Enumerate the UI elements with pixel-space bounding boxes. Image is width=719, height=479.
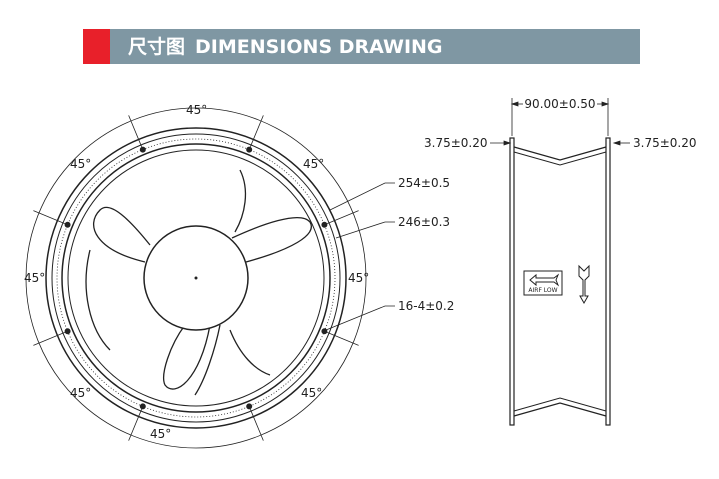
venturi-outer (61, 143, 331, 413)
flange-left-dimension: 3.75±0.20 (424, 136, 488, 150)
angle-tick (33, 210, 65, 225)
airflow-arrow-icon (523, 270, 563, 296)
mounting-hole (64, 328, 71, 335)
callout-holes: 16-4±0.2 (398, 299, 454, 313)
mounting-hole (246, 403, 253, 410)
angle-tick (249, 409, 264, 441)
mounting-hole (246, 146, 253, 153)
angle-dimension-arc (25, 107, 367, 449)
blade (231, 217, 312, 263)
angle-tick (128, 409, 143, 441)
callout-hole-circle: 246±0.3 (398, 215, 450, 229)
airflow-label: AIRF LOW (528, 287, 557, 294)
mounting-hole (139, 403, 146, 410)
angle-label: 45° (24, 271, 45, 285)
bottom-profile (513, 402, 607, 417)
mounting-hole (321, 328, 328, 335)
mounting-hole (321, 221, 328, 228)
title-en: DIMENSIONS DRAWING (195, 36, 443, 58)
top-profile-inner (513, 151, 607, 166)
right-flange (605, 137, 611, 426)
angle-tick (327, 210, 359, 225)
top-profile (513, 146, 607, 161)
fan-side-view (490, 98, 630, 426)
blade (163, 324, 211, 390)
angle-tick (128, 115, 143, 147)
angle-label: 45° (70, 157, 91, 171)
blade-edge (229, 329, 271, 376)
venturi-inner (67, 149, 325, 407)
angle-label: 45° (303, 157, 324, 171)
angle-tick (249, 115, 264, 147)
housing-outer (45, 127, 347, 429)
hole-circle (56, 138, 336, 418)
flange-right-dimension: 3.75±0.20 (633, 136, 697, 150)
angle-tick (327, 331, 359, 346)
fan-blades (85, 169, 312, 396)
header-bar (110, 29, 640, 64)
leader-holes (325, 305, 395, 331)
fan-front-view (25, 107, 395, 449)
angle-labels: 45° 45° 45° 45° 45° 45° 45° 45° (24, 103, 369, 441)
mounting-hole (139, 146, 146, 153)
blade-edge (85, 249, 111, 351)
angle-label: 45° (348, 271, 369, 285)
depth-dimension: 90.00±0.50 (524, 97, 595, 111)
angle-label: 45° (301, 386, 322, 400)
leader-246 (335, 221, 395, 239)
title-cn: 尺寸图 (128, 36, 186, 58)
hub-center (194, 276, 198, 280)
housing-ring (51, 133, 341, 423)
angle-tick (33, 331, 65, 346)
leader-254 (329, 182, 395, 211)
mounting-hole (64, 221, 71, 228)
left-flange (509, 137, 515, 426)
mounting-holes (64, 146, 328, 410)
blade (93, 206, 151, 263)
side-dimensions (490, 98, 630, 146)
angle-ticks (33, 115, 359, 441)
angle-label: 45° (186, 103, 207, 117)
angle-label: 45° (70, 386, 91, 400)
angle-label: 45° (150, 427, 171, 441)
blade-edge (194, 324, 221, 396)
callout-leaders (325, 182, 395, 331)
bottom-profile-inner (513, 397, 607, 412)
rotation-arrow-icon (578, 264, 590, 305)
blade-edge (234, 169, 247, 233)
callout-outer-diameter: 254±0.5 (398, 176, 450, 190)
header-accent (83, 29, 110, 64)
page-title: 尺寸图 DIMENSIONS DRAWING (128, 35, 453, 59)
